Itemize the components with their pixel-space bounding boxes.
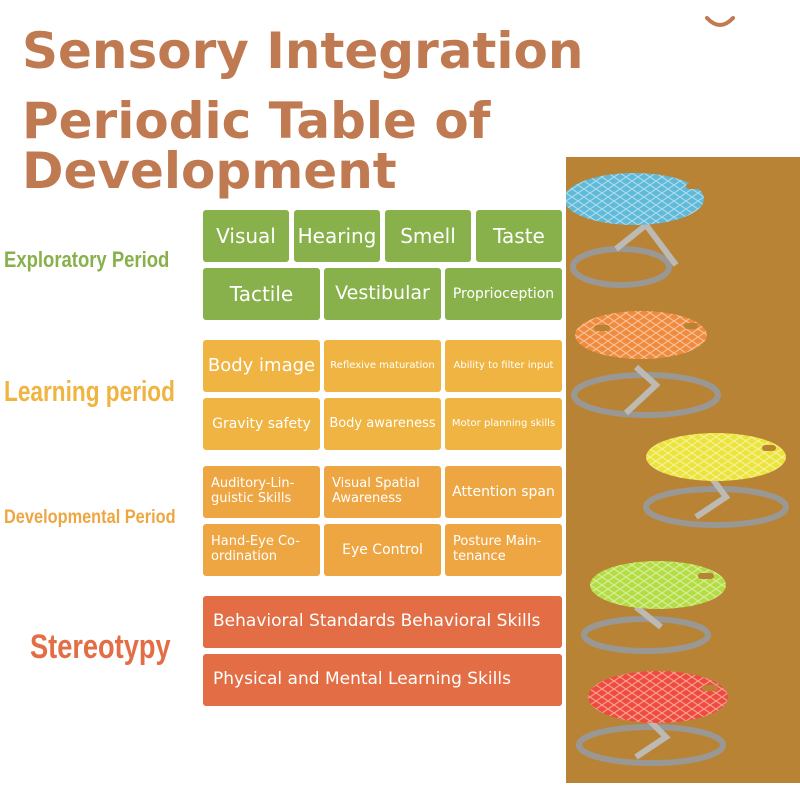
cell-motor-planning-skills: Motor planning skills [445,398,562,450]
cell-body-awareness: Body awareness [324,398,441,450]
cell-behavioral-standards-skills: Behavioral Standards Behavioral Skills [203,596,562,648]
stereotypy-label: Stereotypy [30,628,171,666]
cell-smell: Smell [385,210,471,262]
cell-hand-eye-coordination: Hand-Eye Co- ordination [203,524,320,576]
learning-period-label: Learning period [4,376,175,408]
title-line-1: Sensory Integration [22,22,584,80]
cell-eye-control: Eye Control [324,524,441,576]
title-line-2: Periodic Table of Development [22,92,491,200]
cell-reflexive-maturation: Reflexive maturation [324,340,441,392]
cell-gravity-safety: Gravity safety [203,398,320,450]
seat-blue-icon [566,173,704,288]
balance-seats-illustration [566,173,789,766]
cell-posture-maintenance: Posture Main- tenance [445,524,562,576]
cell-attention-span: Attention span [445,466,562,518]
cell-taste: Taste [476,210,562,262]
cell-auditory-linguistic-skills: Auditory-Lin- guistic Skills [203,466,320,518]
cell-body-image: Body image [203,340,320,392]
exploratory-period-label: Exploratory Period [4,247,170,272]
cell-hearing: Hearing [294,210,380,262]
cell-ability-to-filter-input: Ability to filter input [445,340,562,392]
cell-proprioception: Proprioception [445,268,562,320]
seat-red-icon [576,671,728,766]
cell-physical-mental-learning-skills: Physical and Mental Learning Skills [203,654,562,706]
smile-icon [705,16,735,27]
seat-yellow-icon [643,433,789,528]
cell-tactile: Tactile [203,268,320,320]
seat-orange-icon [571,311,721,418]
cell-visual: Visual [203,210,289,262]
product-photo [566,157,800,783]
cell-visual-spatial-awareness: Visual Spatial Awareness [324,466,441,518]
developmental-period-label: Developmental Period [4,507,176,528]
cell-vestibular: Vestibular [324,268,441,320]
seat-lime-icon [581,561,726,654]
